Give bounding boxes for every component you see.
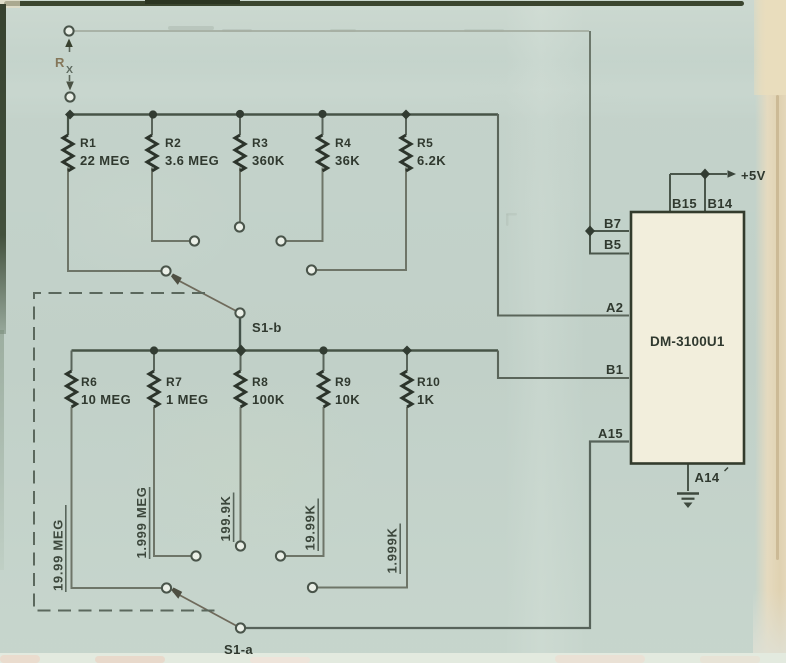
svg-text:199.9K: 199.9K bbox=[218, 495, 233, 541]
svg-text:R4: R4 bbox=[335, 136, 351, 150]
svg-text:R2: R2 bbox=[165, 136, 181, 150]
svg-text:R3: R3 bbox=[252, 136, 268, 150]
svg-text:B5: B5 bbox=[604, 237, 621, 252]
svg-text:R7: R7 bbox=[166, 375, 182, 389]
svg-text:S1-b: S1-b bbox=[252, 320, 282, 335]
svg-text:19.99K: 19.99K bbox=[303, 504, 318, 550]
svg-text:1.999 MEG: 1.999 MEG bbox=[134, 486, 149, 558]
svg-text:B15: B15 bbox=[672, 196, 697, 211]
svg-text:A14: A14 bbox=[695, 470, 720, 485]
svg-text:100K: 100K bbox=[252, 392, 285, 407]
svg-text:A2: A2 bbox=[606, 300, 623, 315]
svg-text:1K: 1K bbox=[417, 392, 435, 407]
svg-text:R5: R5 bbox=[417, 136, 433, 150]
svg-text:R8: R8 bbox=[252, 375, 268, 389]
svg-text:19.99 MEG: 19.99 MEG bbox=[51, 519, 66, 591]
svg-text:1 MEG: 1 MEG bbox=[166, 392, 208, 407]
svg-text:360K: 360K bbox=[252, 153, 285, 168]
svg-text:R9: R9 bbox=[335, 375, 351, 389]
svg-text:36K: 36K bbox=[335, 153, 360, 168]
svg-text:R10: R10 bbox=[417, 375, 440, 389]
svg-text:22 MEG: 22 MEG bbox=[80, 153, 130, 168]
svg-text:R: R bbox=[55, 55, 65, 70]
svg-text:1.999K: 1.999K bbox=[385, 527, 400, 573]
svg-text:B14: B14 bbox=[708, 196, 733, 211]
svg-text:R6: R6 bbox=[81, 375, 97, 389]
svg-text:3.6 MEG: 3.6 MEG bbox=[165, 153, 219, 168]
svg-text:10 MEG: 10 MEG bbox=[81, 392, 131, 407]
svg-text:DM-3100U1: DM-3100U1 bbox=[650, 334, 725, 349]
svg-text:+5V: +5V bbox=[741, 168, 766, 183]
svg-text:X: X bbox=[66, 64, 73, 76]
svg-text:6.2K: 6.2K bbox=[417, 153, 446, 168]
svg-text:A15: A15 bbox=[598, 426, 623, 441]
svg-text:R1: R1 bbox=[80, 136, 96, 150]
svg-text:10K: 10K bbox=[335, 392, 360, 407]
svg-text:B7: B7 bbox=[604, 216, 621, 231]
svg-text:B1: B1 bbox=[606, 362, 623, 377]
svg-text:S1-a: S1-a bbox=[224, 642, 253, 657]
